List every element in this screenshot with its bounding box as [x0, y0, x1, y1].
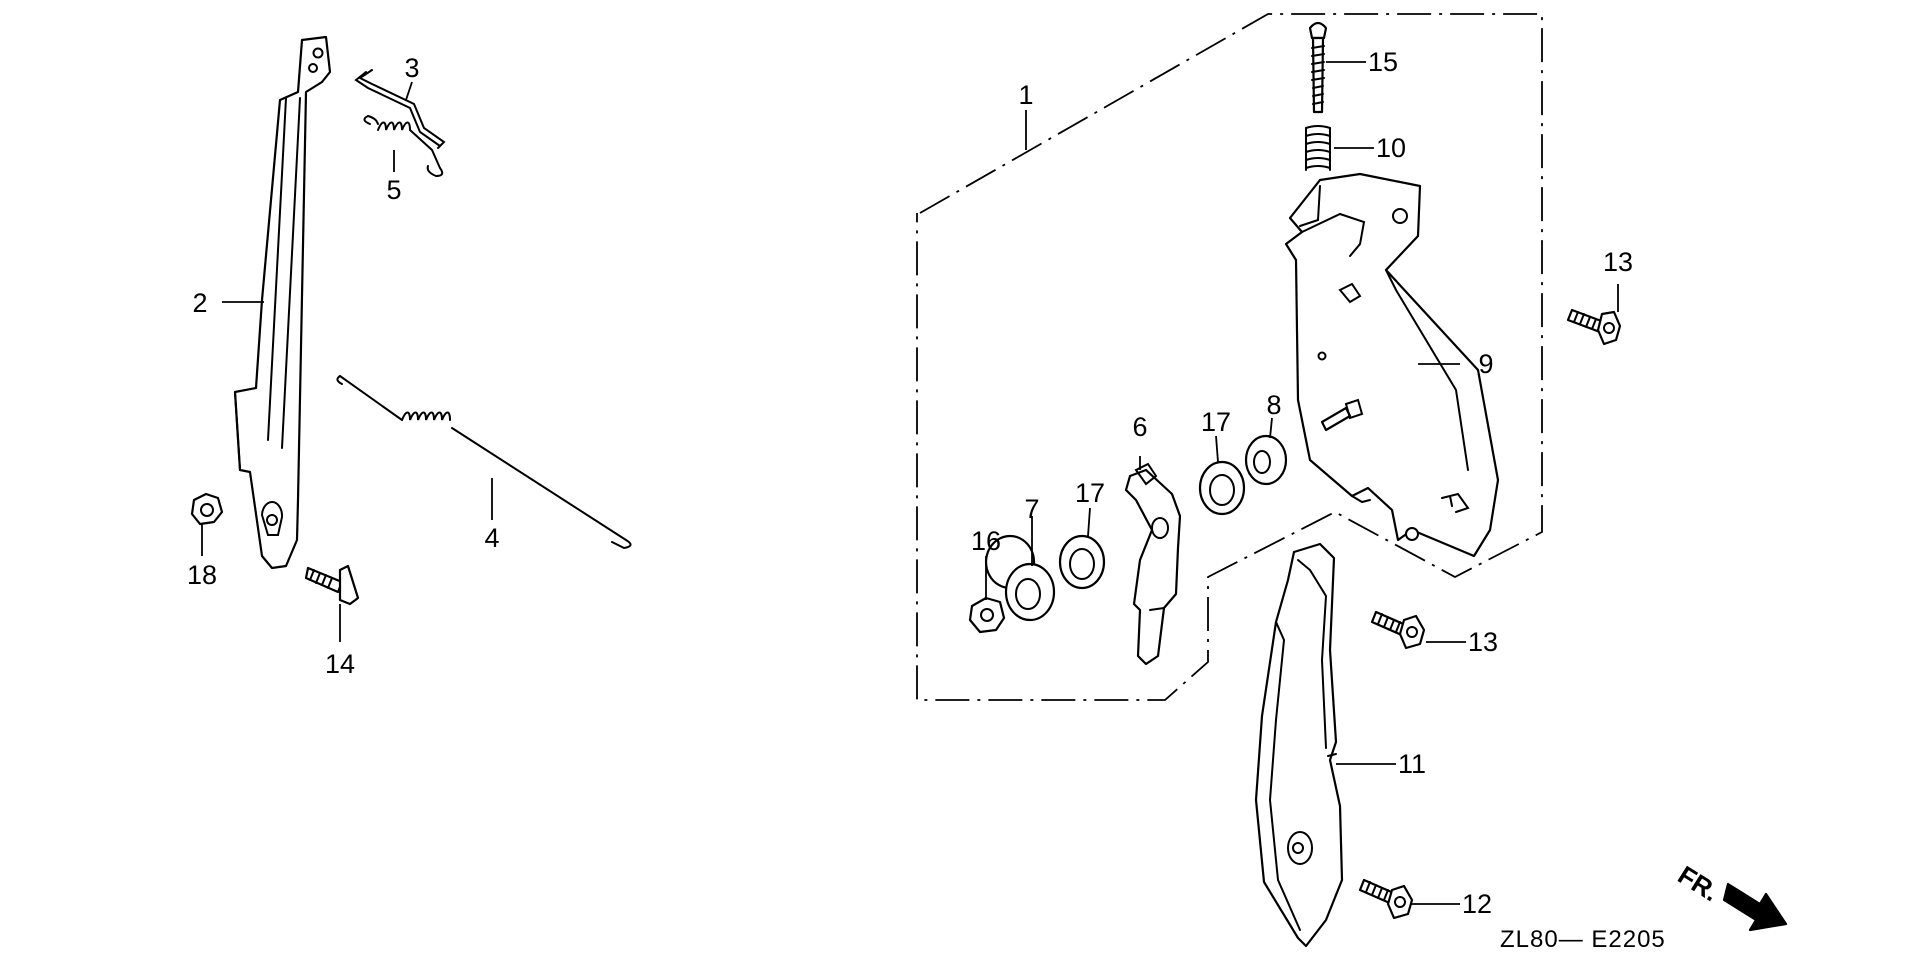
part-13-bolt-upper [1566, 308, 1622, 346]
callout-11: 11 [1398, 749, 1426, 779]
part-5-spring [363, 114, 444, 178]
callout-9: 9 [1478, 349, 1493, 379]
part-2-lever-arm [233, 35, 332, 570]
direction-label: FR. [1673, 860, 1724, 908]
part-4-rod-with-spring [336, 374, 632, 550]
callout-17-lower: 17 [1075, 478, 1105, 508]
callout-2: 2 [192, 288, 207, 318]
part-18-nut [190, 492, 224, 526]
callout-3: 3 [404, 53, 419, 83]
assembly-frame [916, 13, 1543, 701]
callout-13-upper: 13 [1603, 247, 1633, 277]
leader-lines [201, 61, 1619, 905]
callouts: 1 2 3 4 5 6 7 8 9 10 11 12 13 13 14 15 1… [187, 47, 1633, 919]
callout-18: 18 [187, 560, 217, 590]
diagram-reference-code: ZL80— E2205 [1500, 926, 1666, 953]
part-9-bracket [1284, 172, 1500, 558]
callout-8: 8 [1266, 390, 1281, 420]
part-11-cover-plate [1254, 542, 1344, 948]
part-12-bolt [1358, 878, 1414, 920]
callout-6: 6 [1132, 412, 1147, 442]
part-17-washer-upper [1198, 460, 1246, 516]
part-3-wire-clip [354, 69, 446, 149]
part-6-small-lever [1124, 462, 1182, 666]
front-direction-arrow-icon [1722, 882, 1788, 932]
callout-7: 7 [1024, 494, 1039, 524]
part-14-bolt [304, 564, 360, 606]
callout-15: 15 [1368, 47, 1398, 77]
callout-1: 1 [1018, 80, 1033, 110]
callout-12: 12 [1462, 889, 1492, 919]
part-15-long-bolt [1308, 21, 1328, 114]
callout-14: 14 [325, 649, 355, 679]
part-16-nut [968, 596, 1006, 634]
callout-10: 10 [1376, 133, 1406, 163]
callout-4: 4 [484, 523, 499, 553]
part-13-bolt-middle [1370, 610, 1426, 650]
part-10-spring [1305, 125, 1331, 171]
callout-16: 16 [971, 526, 1001, 556]
callout-17-upper: 17 [1201, 407, 1231, 437]
part-7-thick-washer [984, 534, 1056, 622]
part-8-washer [1244, 434, 1288, 486]
front-direction-indicator: FR. [1673, 860, 1788, 932]
callout-5: 5 [386, 175, 401, 205]
part-17-washer-lower [1058, 534, 1106, 590]
callout-13-middle: 13 [1468, 627, 1498, 657]
